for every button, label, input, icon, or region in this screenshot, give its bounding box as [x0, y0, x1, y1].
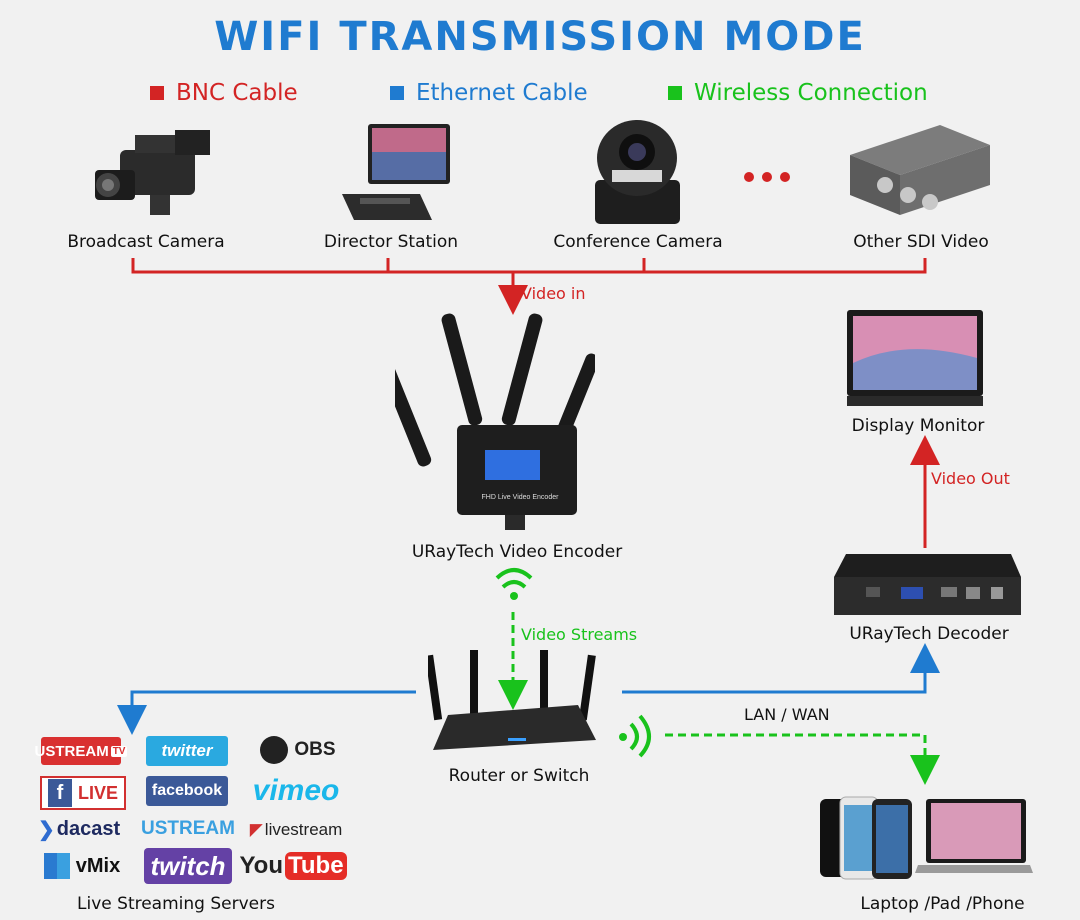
ustream-tv-text: USTREAM — [34, 742, 109, 760]
display-monitor-label: Display Monitor — [851, 416, 985, 436]
ethernet-to-decoder — [622, 643, 940, 694]
other-sdi-image — [850, 125, 990, 215]
dacast-logo: ❯dacast — [38, 815, 126, 843]
ustream-logo: USTREAM — [141, 818, 235, 839]
twitter-logo: twitter — [146, 736, 228, 766]
decoder-label: URayTech Decoder — [849, 624, 1009, 644]
obs-text: OBS — [294, 739, 336, 760]
youtube-you-text: You — [239, 852, 283, 879]
encoder-front-text: FHD Live Video Encoder — [482, 494, 560, 501]
vmix-icon — [43, 853, 70, 879]
facebook-icon: f — [47, 779, 72, 807]
conference-camera-label: Conference Camera — [553, 232, 723, 252]
ustream-tv-badge: TV — [110, 745, 128, 757]
wireless-to-clients — [665, 733, 940, 785]
vmix-logo: vMix — [38, 850, 126, 882]
encoder-image: FHD Live Video Encoder — [395, 313, 595, 530]
dacast-text: dacast — [56, 817, 121, 840]
video-streams-label: Video Streams — [521, 625, 638, 644]
dacast-icon: ❯ — [38, 818, 55, 841]
router-image — [428, 650, 596, 750]
wireless-swatch — [668, 86, 682, 100]
conference-camera-image — [595, 120, 680, 224]
client-devices-image — [820, 796, 1033, 880]
director-station-image — [342, 124, 450, 220]
legend-wireless: Wireless Connection — [668, 80, 928, 106]
broadcast-camera-image — [95, 130, 210, 215]
display-monitor-image — [847, 310, 983, 406]
livestream-logo: ◤livestream — [246, 817, 346, 843]
ethernet-to-servers — [117, 690, 416, 735]
lan-wan-label: LAN / WAN — [744, 705, 830, 724]
wifi-signal-icon — [495, 568, 533, 600]
director-station-label: Director Station — [323, 232, 459, 252]
video-in-label: Video in — [521, 284, 586, 303]
servers-label: Live Streaming Servers — [77, 894, 275, 914]
page-title: WIFI TRANSMISSION MODE — [214, 14, 866, 60]
bnc-swatch — [150, 86, 164, 100]
twitch-logo: twitch — [144, 848, 232, 884]
obs-icon — [260, 736, 289, 764]
youtube-tube-text: Tube — [285, 852, 347, 880]
legend-label: Ethernet Cable — [416, 80, 588, 106]
clients-label: Laptop /Pad /Phone — [860, 894, 1025, 914]
legend-ethernet: Ethernet Cable — [390, 80, 588, 106]
vimeo-logo: vimeo — [252, 774, 340, 807]
broadcast-camera-label: Broadcast Camera — [67, 232, 225, 252]
video-out-label: Video Out — [931, 469, 1010, 488]
wifi-signal-icon-right — [619, 714, 651, 758]
livestream-text: livestream — [264, 820, 343, 839]
legend-bnc: BNC Cable — [150, 80, 298, 106]
ethernet-swatch — [390, 86, 404, 100]
more-devices-dots — [744, 172, 790, 182]
facebook-logo: facebook — [146, 776, 228, 806]
legend-label: Wireless Connection — [694, 80, 928, 106]
facebook-live-text: LIVE — [77, 782, 118, 803]
other-sdi-label: Other SDI Video — [853, 232, 989, 252]
encoder-label: URayTech Video Encoder — [411, 542, 623, 562]
decoder-image — [834, 554, 1021, 615]
livestream-icon: ◤ — [249, 820, 263, 839]
obs-logo: OBS — [253, 733, 343, 767]
vmix-text: vMix — [75, 854, 121, 877]
router-label: Router or Switch — [448, 766, 590, 786]
bnc-bus — [131, 258, 927, 315]
legend-label: BNC Cable — [176, 80, 298, 106]
